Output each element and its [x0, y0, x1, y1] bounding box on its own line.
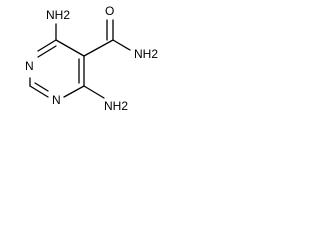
bond-n3-c4 [37, 39, 57, 52]
atom-label-ring-n-left: N [25, 59, 34, 73]
bond-c6-amine [83, 85, 105, 99]
bond-c6-n1 [63, 85, 85, 98]
bond-n3-c4-inner [37, 45, 57, 58]
atom-label-amine-bottom: NH2 [104, 99, 128, 113]
bond-c4-c5 [55, 39, 85, 57]
bond-c5-carbonyl [83, 39, 114, 57]
structure-diagram: NH2 NH2 NH2 O N N [25, 4, 158, 113]
atom-label-ring-n-bottom: N [52, 93, 61, 107]
bond-n1-c2 [29, 85, 49, 98]
atom-label-amide-nh2: NH2 [134, 47, 158, 61]
atom-label-carbonyl-o: O [105, 4, 114, 18]
bond-carbonyl-nh2 [112, 39, 131, 51]
atom-label-amine-top: NH2 [46, 8, 70, 22]
bond-n1-c2-inner [34, 82, 49, 92]
